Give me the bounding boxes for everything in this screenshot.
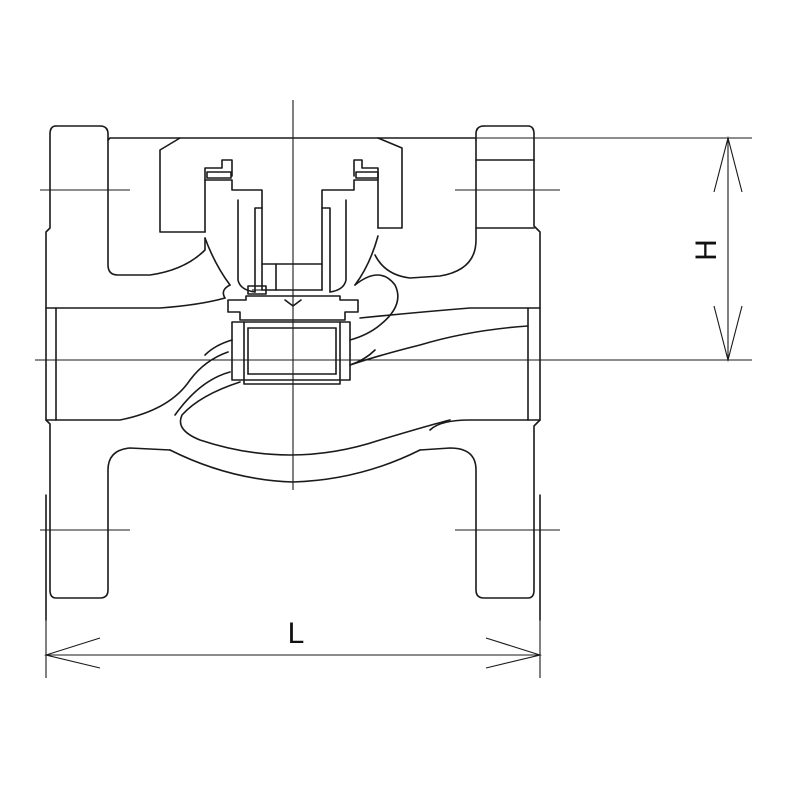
- dim-l-arrow-right: [485, 637, 543, 669]
- left-flange: [45, 125, 206, 621]
- dim-l-label: L: [288, 617, 305, 650]
- dim-h-arrow-top: [713, 135, 743, 193]
- dimension-length: L: [43, 617, 543, 678]
- bonnet: [107, 137, 477, 341]
- right-flange: [374, 125, 541, 621]
- dim-h-label: H: [690, 239, 723, 261]
- dim-l-arrow-left: [43, 637, 101, 669]
- dim-h-arrow-bottom: [713, 305, 743, 363]
- center-lines: [35, 100, 752, 531]
- dimension-height: H: [476, 135, 752, 363]
- valve-body: [55, 297, 529, 483]
- disc-assembly: [204, 285, 376, 385]
